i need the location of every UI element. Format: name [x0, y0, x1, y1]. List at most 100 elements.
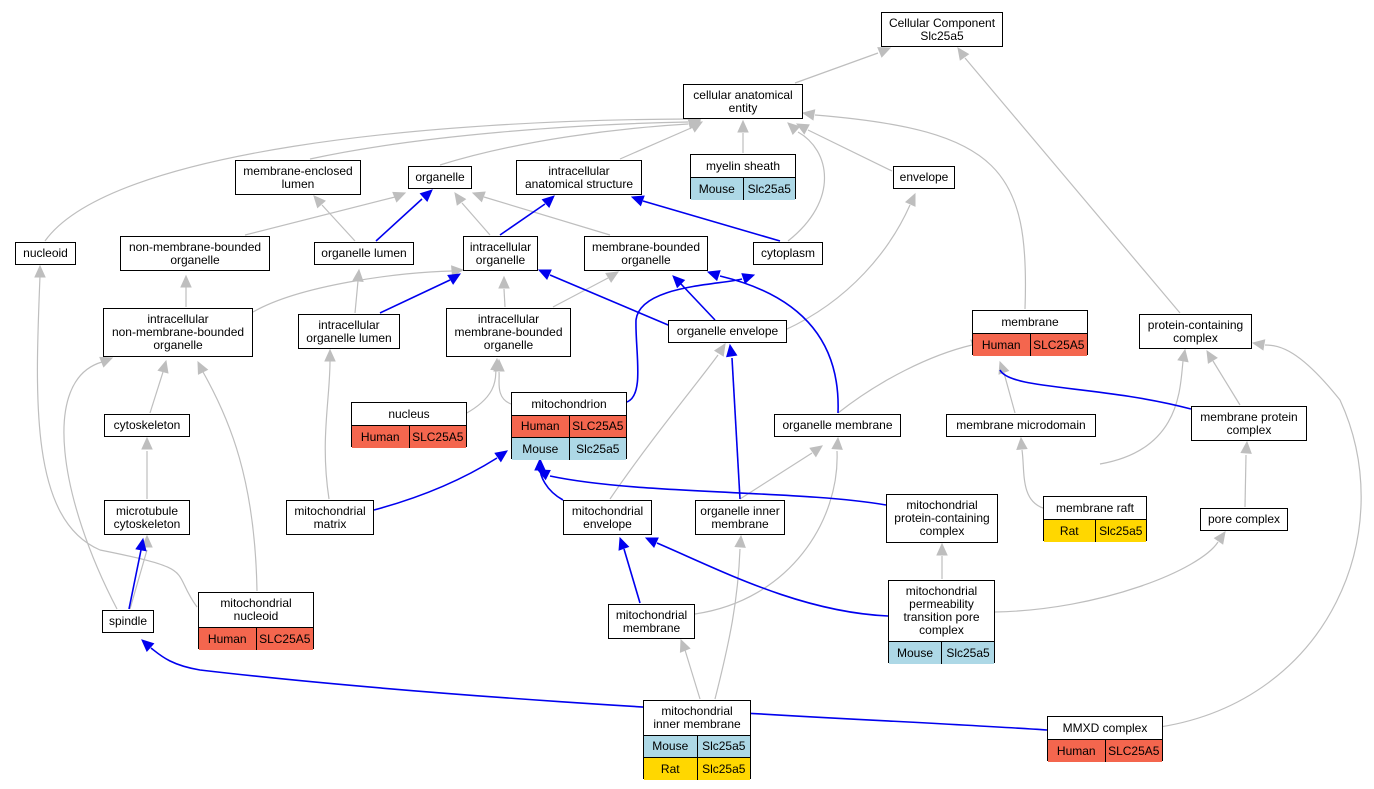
node-nmbo[interactable]: non-membrane-bounded organelle	[120, 236, 270, 271]
node-label: MMXD complex	[1048, 717, 1162, 740]
node-ias[interactable]: intracellular anatomical structure	[516, 160, 642, 195]
node-mpc[interactable]: membrane protein complex	[1191, 406, 1307, 441]
node-mmd[interactable]: membrane microdomain	[946, 414, 1096, 437]
node-menv[interactable]: mitochondrial envelope	[563, 500, 652, 535]
arrowhead-mmem-to-omem	[831, 436, 843, 450]
node-mmatrix[interactable]: mitochondrial matrix	[286, 500, 374, 535]
annotated-node-mptp[interactable]: mitochondrial permeability transition po…	[888, 580, 995, 664]
node-cae[interactable]: cellular anatomical entity	[683, 84, 803, 119]
node-organelle[interactable]: organelle	[408, 166, 472, 189]
gene-symbol: SLC25A5	[1029, 334, 1088, 356]
node-label: membrane	[973, 311, 1087, 334]
node-label: organelle envelope	[676, 324, 779, 338]
gene-symbol: SLC25A5	[568, 416, 627, 437]
node-mbo[interactable]: membrane-bounded organelle	[584, 236, 708, 271]
gene-symbol: Slc25a5	[696, 758, 751, 780]
edge-oenv-to-mbo	[680, 283, 716, 321]
node-omem[interactable]: organelle membrane	[774, 414, 901, 437]
edge-mmatrix-to-mito	[373, 457, 498, 511]
node-io[interactable]: intracellular organelle	[463, 236, 538, 271]
arrowhead-cytoplasm-to-ias	[630, 195, 645, 207]
node-envelope[interactable]: envelope	[893, 166, 955, 189]
edge-mmem-to-menv	[623, 548, 641, 604]
node-label: intracellular organelle	[469, 239, 532, 267]
arrowhead-mmem-to-menv	[618, 536, 630, 551]
edge-io-to-organelle	[461, 202, 491, 236]
species-row-mouse: Mouse Slc25a5	[691, 178, 795, 200]
arrowhead-mmd-to-membrane	[998, 360, 1010, 375]
node-label: mitochondrial permeability transition po…	[889, 581, 994, 642]
node-label: non-membrane-bounded organelle	[128, 239, 262, 267]
node-label: membrane-enclosed lumen	[243, 163, 353, 191]
edge-mtc-to-spindle	[128, 549, 142, 610]
edge-mpcc-to-pcc	[1099, 360, 1184, 465]
node-oim[interactable]: organelle inner membrane	[695, 500, 785, 535]
arrowhead-mpcc-to-mito	[536, 469, 551, 481]
node-cytoplasm[interactable]: cytoplasm	[753, 242, 823, 265]
node-cytoskeleton[interactable]: cytoskeleton	[104, 414, 190, 437]
edge-olumen-to-mel	[321, 204, 356, 242]
arrowhead-mtc-to-spindle	[135, 537, 147, 552]
edge-cytoskeleton-to-inmbo	[149, 371, 164, 414]
node-label: mitochondrial protein-containing complex	[894, 498, 990, 538]
edge-nucleus-to-imbo	[464, 369, 497, 415]
node-mel[interactable]: membrane-enclosed lumen	[235, 160, 361, 195]
arrowhead-mptp-to-mpcc	[936, 542, 948, 556]
node-label: cellular anatomical entity	[693, 87, 793, 115]
node-label: nucleoid	[23, 246, 68, 260]
node-spindle[interactable]: spindle	[102, 610, 154, 633]
arrowhead-menv-to-mito	[534, 457, 546, 471]
species-name: Human	[207, 631, 247, 646]
node-porec[interactable]: pore complex	[1200, 508, 1288, 531]
edge-oim-to-oenv	[731, 357, 741, 500]
node-mpcc[interactable]: mitochondrial protein-containing complex	[886, 494, 998, 543]
gene-symbol: Slc25a5	[696, 736, 751, 757]
node-inmbo[interactable]: intracellular non-membrane-bounded organ…	[103, 308, 253, 357]
edge-io-to-ias	[499, 203, 546, 236]
gene-symbol: Slc25a5	[742, 178, 796, 200]
node-label: Cellular Component Slc25a5	[888, 15, 996, 43]
species-name: Mouse	[698, 181, 735, 196]
node-nucleoid[interactable]: nucleoid	[15, 242, 76, 265]
species-name: Human	[360, 429, 400, 444]
arrowhead-nmbo-to-organelle	[392, 191, 407, 203]
edge-inmbo-to-io	[252, 270, 453, 313]
edge-mito-to-cytoplasm	[626, 278, 743, 403]
node-mmem[interactable]: mitochondrial membrane	[608, 604, 695, 639]
edge-mpc-to-pcc	[1212, 360, 1241, 406]
node-pcc[interactable]: protein-containing complex	[1139, 314, 1252, 349]
node-label: mitochondrion	[512, 393, 626, 416]
gene-symbol: SLC25A5	[408, 426, 467, 448]
edge-mmem-to-omem	[694, 450, 838, 615]
arrowhead-mmatrix-to-mito	[494, 450, 508, 463]
node-olumen[interactable]: organelle lumen	[314, 242, 414, 265]
node-mtc[interactable]: microtubule cytoskeleton	[104, 500, 190, 535]
edge-mpcc-to-mito	[549, 475, 887, 506]
edge-oenv-to-io	[549, 274, 681, 331]
arrowhead-mim-to-mmem	[679, 638, 691, 653]
node-imbo[interactable]: intracellular membrane-bounded organelle	[446, 308, 571, 357]
arrowhead-mim-to-oim	[734, 534, 746, 548]
node-label: envelope	[899, 170, 949, 184]
gene-symbol: Slc25a5	[568, 438, 627, 460]
node-oenv[interactable]: organelle envelope	[668, 320, 787, 343]
node-iol[interactable]: intracellular organelle lumen	[298, 314, 400, 349]
edge-menv-to-oenv	[609, 354, 719, 500]
node-root[interactable]: Cellular Component Slc25a5	[881, 12, 1003, 47]
arrowhead-mmatrix-to-iol	[324, 348, 336, 362]
edge-mmxd-to-pcc	[1159, 344, 1362, 728]
